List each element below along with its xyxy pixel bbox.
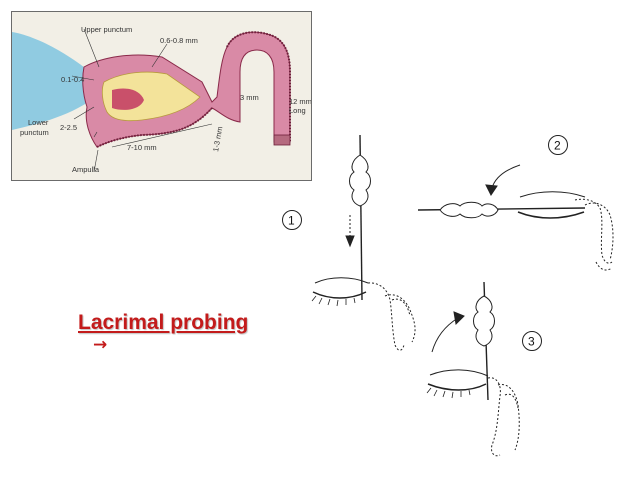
probe-handle-step1 — [349, 154, 371, 207]
eye-surface — [12, 32, 107, 130]
label-common-length: 1-3 mm — [211, 126, 224, 153]
bullet-arrow-icon: → — [93, 335, 108, 355]
label-punctum-diameter: 0.1-0.4 — [61, 75, 84, 84]
label-upper-punctum: Upper punctum — [81, 25, 132, 34]
step-3-number: 3 — [528, 335, 535, 349]
label-canaliculus-diameter: 0.6-0.8 mm — [160, 36, 198, 45]
label-duct-length-unit: Long — [289, 106, 306, 115]
slide-title: Lacrimal probing — [78, 311, 249, 334]
label-horizontal-length: 7-10 mm — [127, 143, 157, 152]
label-lower-punctum-line2: punctum — [20, 128, 49, 137]
lacrimal-anatomy-diagram: Upper punctum 0.6-0.8 mm 0.1-0.4 3 mm 12… — [11, 11, 312, 181]
probe-handle-step3 — [473, 295, 495, 347]
label-sac-width: 3 mm — [240, 93, 259, 102]
label-vertical-length: 2-2.5 — [60, 123, 77, 132]
step-2-number: 2 — [554, 139, 561, 153]
step-1-number: 1 — [288, 214, 295, 228]
label-duct-length: 12 mm — [289, 97, 312, 106]
step-1-badge — [282, 210, 302, 230]
probe-handle-step2 — [439, 201, 499, 219]
label-lower-punctum-line1: Lower — [28, 118, 49, 127]
probe-plug — [112, 88, 144, 110]
step-3-badge — [522, 331, 542, 351]
step-2-badge — [548, 135, 568, 155]
label-ampulla: Ampulla — [72, 165, 100, 174]
